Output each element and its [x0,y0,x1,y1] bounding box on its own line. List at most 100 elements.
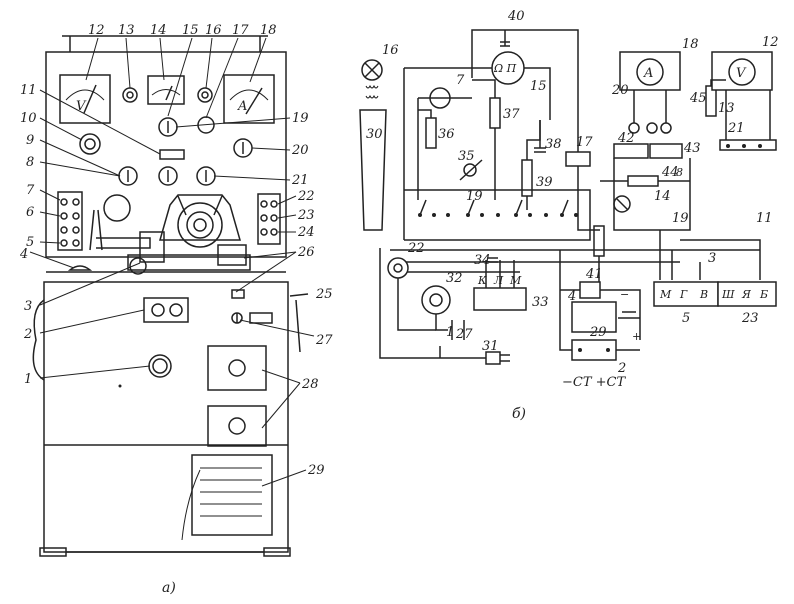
label-19b: 19 [672,211,689,226]
label-33: 33 [532,295,549,310]
fuse-block-right [257,193,281,245]
control-box-upper [207,345,267,391]
callout-12: 12 [88,23,105,38]
resistor-37 [489,97,501,129]
label-40: 40 [507,9,525,24]
callout-10: 10 [20,111,37,126]
switch-41 [579,281,601,299]
tachometer-gauge [147,75,185,105]
upper-panel [45,51,287,258]
battery-label: −СТ +СТ [562,375,626,390]
label-27: 27 [455,327,473,342]
block5-terminal-2: Г [679,288,688,301]
switch-bank-19 [418,199,578,217]
callout-14: 14 [150,23,167,38]
relay-terminal-k: К [477,274,487,287]
ammeter-symbol: A [643,66,653,81]
label-21: 21 [727,121,745,136]
callout-15: 15 [182,23,199,38]
label-7: 7 [456,73,465,88]
block23-terminal-1: Ш [721,288,735,301]
callout-5: 5 [26,235,34,250]
label-1: 1 [446,325,454,340]
callout-8: 8 [26,155,34,170]
voltmeter-letter: V [76,99,87,114]
voltmeter-symbol: V [736,66,747,81]
stand-callouts: 1 2 3 4 5 6 7 8 9 10 11 12 13 14 15 16 1… [19,23,333,478]
label-16: 16 [382,43,399,58]
caption-a: а) [162,580,176,596]
label-37: 37 [503,107,520,122]
terminal-block-23 [717,281,777,307]
block23-terminal-3: Б [759,288,768,301]
label-13: 13 [718,101,735,116]
callout-4: 4 [19,247,28,262]
callout-7: 7 [26,183,35,198]
label-42: 42 [617,131,635,146]
label-34: 34 [474,253,491,268]
callout-21: 21 [291,173,309,188]
label-38: 38 [545,137,562,152]
label-3: 3 [708,251,716,266]
callout-25: 25 [315,287,333,302]
label-14: 14 [654,189,671,204]
switch-4 [571,301,617,333]
caption-b: б) [512,406,526,422]
label-32: 32 [446,271,463,286]
label-45: 45 [689,91,707,106]
ammeter-gauge [223,74,275,124]
label-39: 39 [536,175,553,190]
stand-leader-lines [29,37,315,487]
label-12: 12 [762,35,779,50]
label-30: 30 [366,127,383,142]
relay-terminal-m: М [509,274,522,287]
label-20: 20 [611,83,629,98]
label-35: 35 [458,149,475,164]
callout-19: 19 [292,111,309,126]
callout-18: 18 [260,23,277,38]
ammeter-letter: A [237,99,247,114]
relay-terminal-l: Л [493,274,504,287]
label-41: 41 [585,267,603,282]
label-5: 5 [682,311,690,326]
relay-block-43 [649,143,683,159]
relay-33 [473,287,527,311]
label-11: 11 [756,211,773,226]
label-4: 4 [567,289,576,304]
resistor-44 [627,175,659,187]
component-17 [565,151,591,167]
callout-22: 22 [297,189,315,204]
minus-sign: − [620,288,629,301]
fuse-block-left [57,191,83,251]
label-43: 43 [683,141,701,156]
callout-6: 6 [26,205,34,220]
handwheel [103,194,131,222]
callout-17: 17 [232,23,249,38]
callout-11: 11 [20,83,37,98]
relay-block-42 [613,143,649,159]
block5-terminal-1: М [659,288,672,301]
motor-32 [421,285,451,315]
label-15: 15 [530,79,547,94]
callout-1: 1 [24,372,32,387]
battery-2 [571,339,617,361]
callout-3: 3 [24,299,32,314]
label-29: 29 [589,325,607,340]
label-31: 31 [482,339,499,354]
meter-terminal-8: 8 [676,166,683,179]
label-22: 22 [407,241,425,256]
callout-9: 9 [26,133,34,148]
plus-sign: + [632,330,641,343]
callout-29: 29 [307,463,325,478]
schematic-labels: 40 16 15 18 12 7 37 36 38 39 35 17 20 45… [366,9,779,390]
callout-24: 24 [297,225,315,240]
resistor-36 [425,117,437,149]
callout-27: 27 [315,333,333,348]
label-44: 44 [661,165,679,180]
lamp-22 [387,257,409,279]
label-2: 2 [617,361,626,376]
drive-motor [177,202,223,248]
plug-31 [485,351,501,365]
stand-front-view: V A [19,23,333,596]
